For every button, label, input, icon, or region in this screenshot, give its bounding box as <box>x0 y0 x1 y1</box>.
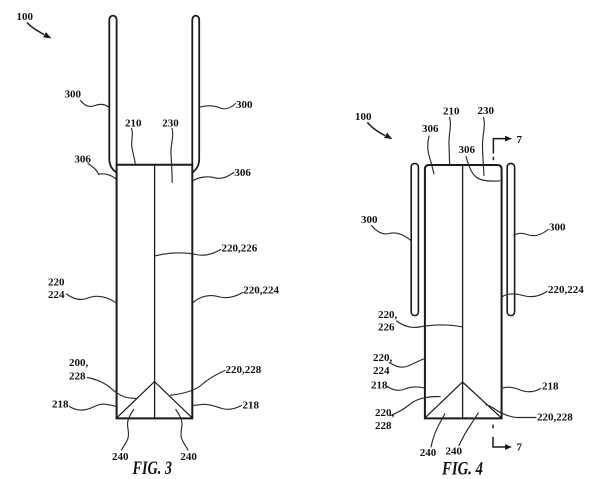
svg-text:220,: 220, <box>373 352 393 364</box>
svg-text:240: 240 <box>446 446 463 458</box>
svg-text:306: 306 <box>422 123 439 135</box>
svg-text:240: 240 <box>420 447 437 459</box>
svg-text:230: 230 <box>162 118 179 130</box>
svg-text:240: 240 <box>180 451 197 463</box>
svg-text:7: 7 <box>517 134 523 146</box>
svg-text:224: 224 <box>373 365 390 377</box>
svg-text:306: 306 <box>74 153 91 165</box>
svg-text:240: 240 <box>112 451 129 463</box>
svg-text:220,: 220, <box>378 309 398 321</box>
svg-text:218: 218 <box>542 381 559 393</box>
svg-text:220,228: 220,228 <box>226 364 262 376</box>
svg-text:306: 306 <box>234 167 251 179</box>
svg-text:100: 100 <box>17 11 34 23</box>
svg-text:228: 228 <box>69 371 86 383</box>
svg-text:FIG. 3: FIG. 3 <box>132 458 172 479</box>
svg-text:300: 300 <box>236 99 253 111</box>
svg-text:210: 210 <box>125 118 142 130</box>
svg-text:100: 100 <box>355 111 372 123</box>
svg-text:228: 228 <box>375 420 392 432</box>
svg-text:220,228: 220,228 <box>537 412 573 424</box>
svg-text:224: 224 <box>48 289 65 301</box>
svg-text:210: 210 <box>443 106 460 118</box>
svg-text:220,224: 220,224 <box>548 284 584 296</box>
svg-text:300: 300 <box>361 214 378 226</box>
svg-text:220,226: 220,226 <box>222 243 258 255</box>
svg-text:226: 226 <box>378 322 395 334</box>
svg-text:300: 300 <box>549 222 566 234</box>
svg-text:200,: 200, <box>69 357 89 369</box>
svg-text:218: 218 <box>52 399 69 411</box>
svg-text:306: 306 <box>459 144 476 156</box>
svg-text:7: 7 <box>517 442 523 454</box>
svg-text:220,: 220, <box>375 407 395 419</box>
svg-text:300: 300 <box>65 89 82 101</box>
svg-text:230: 230 <box>478 105 495 117</box>
svg-text:220: 220 <box>48 277 65 289</box>
svg-text:220,224: 220,224 <box>243 285 279 297</box>
svg-text:218: 218 <box>243 400 260 412</box>
svg-text:FIG. 4: FIG. 4 <box>441 459 483 479</box>
svg-text:218: 218 <box>371 380 388 392</box>
